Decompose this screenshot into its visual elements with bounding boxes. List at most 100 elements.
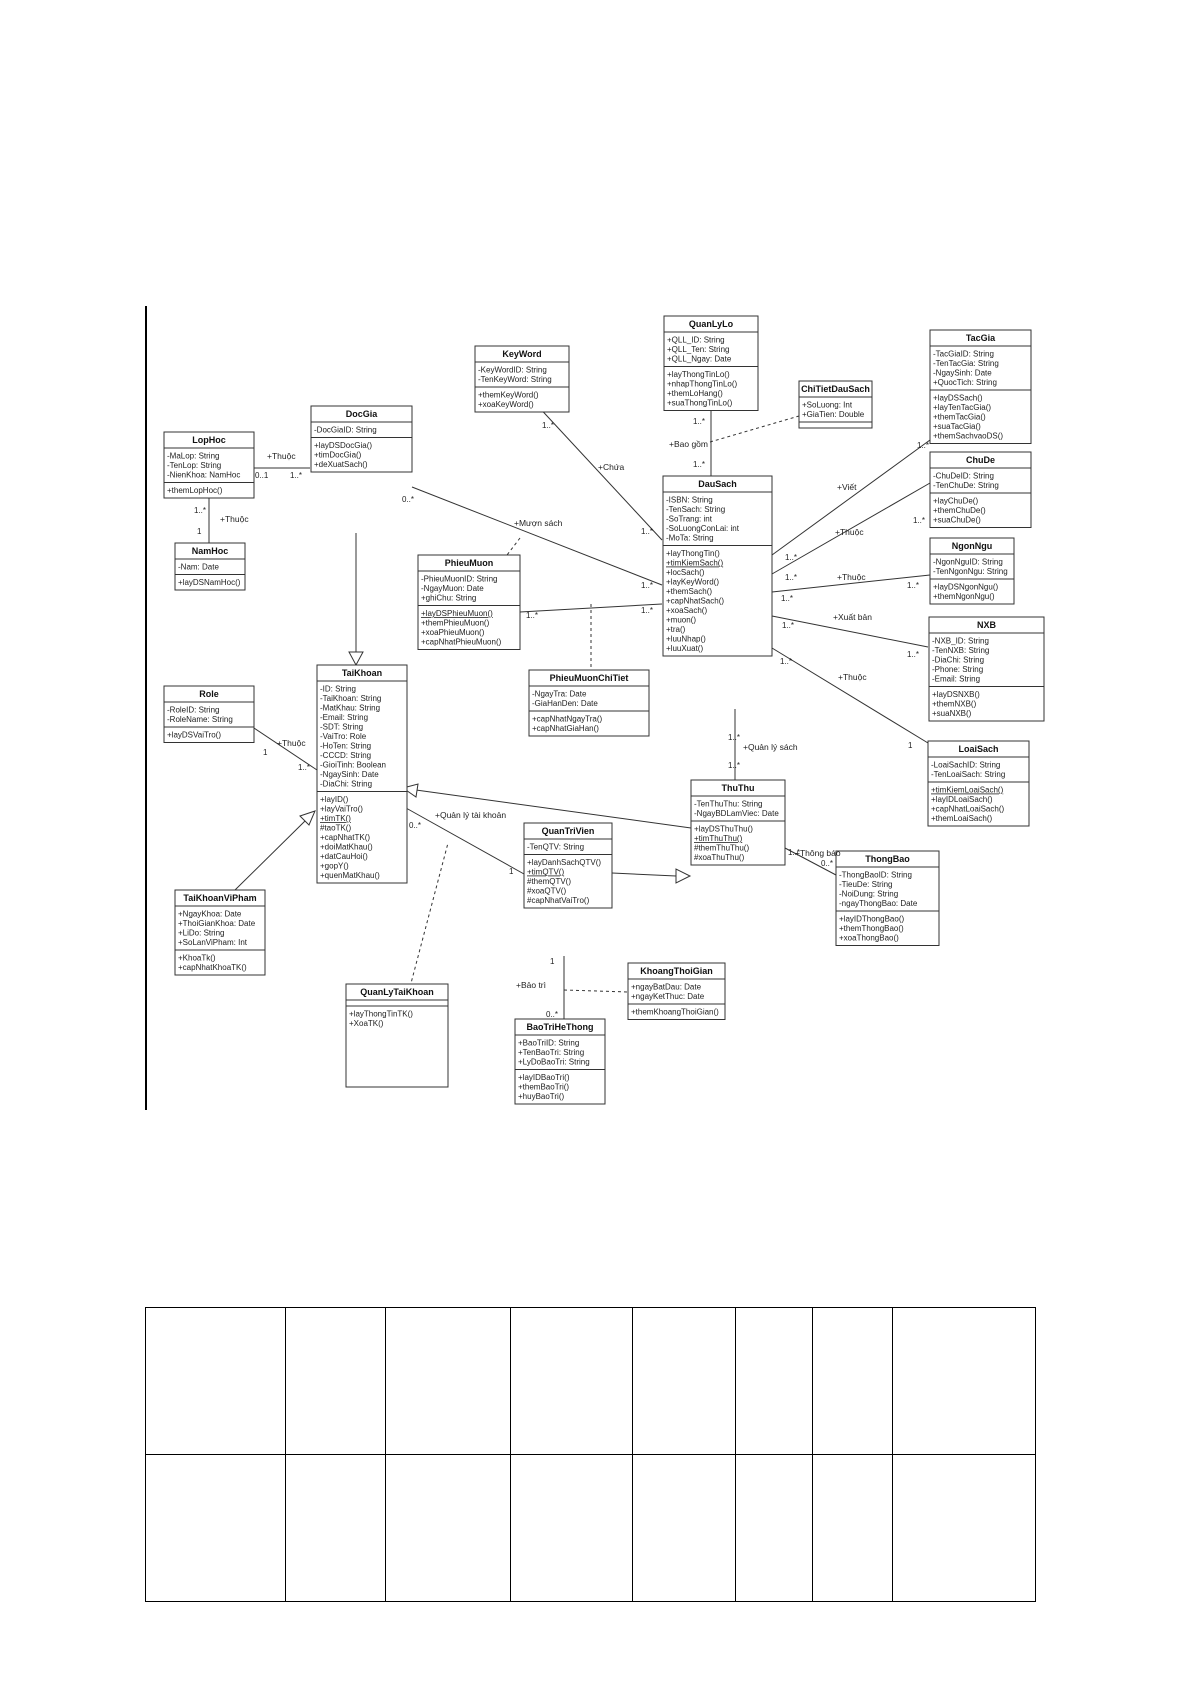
mult: 1 <box>263 748 268 757</box>
class-loaisach: LoaiSach-LoaiSachID: String-TenLoaiSach:… <box>927 740 1030 827</box>
class-box <box>798 380 873 429</box>
class-name: DocGia <box>346 409 379 419</box>
mult: 0..* <box>409 821 421 830</box>
class-attribute: -NienKhoa: NamHoc <box>167 471 240 480</box>
class-name: PhieuMuon <box>445 558 494 568</box>
assoc-keyword-dausach <box>534 402 663 541</box>
class-method: +capNhatLoaiSach() <box>931 805 1004 814</box>
class-attribute: -NgaySinh: Date <box>933 369 992 378</box>
class-method: +xoaSach() <box>666 606 707 615</box>
class-name: Role <box>199 689 219 699</box>
class-attribute: -ChuDeID: String <box>933 472 994 481</box>
class-box <box>523 822 613 909</box>
table-cell <box>145 1307 286 1455</box>
mult: 1..* <box>194 506 206 515</box>
class-method: +capNhatPhieuMuon() <box>421 638 502 647</box>
mult: 1..* <box>542 421 554 430</box>
class-method: +huyBaoTri() <box>518 1092 565 1101</box>
class-method: +xoaKeyWord() <box>478 400 534 409</box>
class-method: +tra() <box>666 625 686 634</box>
mult: 1..* <box>785 573 797 582</box>
class-method: +layThongTinLo() <box>667 370 730 379</box>
assoc-tacgia-dausach <box>771 439 931 556</box>
class-attribute: +ngayBatDau: Date <box>631 983 702 992</box>
inherit-vipham-taikhoan <box>234 820 306 891</box>
class-role: Role-RoleID: String-RoleName: String+lay… <box>163 685 255 743</box>
class-method: +doiMatKhau() <box>320 843 373 852</box>
table-cell <box>385 1454 511 1602</box>
class-box <box>690 779 786 866</box>
class-attribute: +QLL_Ten: String <box>667 345 729 354</box>
class-attribute: -CCCD: String <box>320 751 371 760</box>
mult: 0..* <box>402 495 414 504</box>
class-attribute: +ThoiGianKhoa: Date <box>178 919 256 928</box>
class-attribute: -NgayBDLamViec: Date <box>694 809 779 818</box>
class-attribute: +ghiChu: String <box>421 594 476 603</box>
class-method: +themSach() <box>666 587 712 596</box>
class-attribute: -TenSach: String <box>666 505 725 514</box>
class-quanlytaikhoan: QuanLyTaiKhoan+layThongTinTK()+XoaTK() <box>345 983 449 1088</box>
class-method: +layDSNgonNgu() <box>933 583 998 592</box>
mult: 1..* <box>782 621 794 630</box>
mult: 1..* <box>526 611 538 620</box>
class-method: +timKiemLoaiSach() <box>931 786 1004 795</box>
class-box <box>929 329 1032 444</box>
class-name: TaiKhoan <box>342 668 382 678</box>
class-method: +layTenTacGia() <box>933 403 991 412</box>
class-taikhoan: TaiKhoan-ID: String-TaiKhoan: String-Mat… <box>316 664 408 884</box>
class-attribute: +SoLuong: Int <box>802 401 853 410</box>
class-box <box>929 451 1032 528</box>
class-method: +themNXB() <box>932 700 977 709</box>
inherit-thuthu-taikhoan <box>415 789 692 829</box>
mult: 1 <box>197 527 202 536</box>
class-attribute: -TaiKhoan: String <box>320 694 381 703</box>
class-docgia: DocGia-DocGiaID: String+layDSDocGia()+ti… <box>310 405 413 473</box>
class-method: +layIDThongBao() <box>839 915 904 924</box>
label-thuoc-lop: +Thuộc <box>267 451 296 461</box>
mult: 1..* <box>290 471 302 480</box>
class-method: +themChuDe() <box>933 506 986 515</box>
class-method: +layDSSach() <box>933 394 983 403</box>
class-name: QuanLyTaiKhoan <box>360 987 434 997</box>
class-method: +themBaoTri() <box>518 1083 569 1092</box>
class-method: +layDanhSachQTV() <box>527 858 601 867</box>
mult: 1 <box>509 867 514 876</box>
class-chitietdausach: ChiTietDauSach+SoLuong: Int+GiaTien: Dou… <box>798 380 873 429</box>
class-nxb: NXB-NXB_ID: String-TenNXB: String-DiaChi… <box>928 616 1045 722</box>
class-method: +themLoaiSach() <box>931 814 992 823</box>
class-name: NamHoc <box>192 546 229 556</box>
class-box <box>174 542 246 591</box>
label-bao-tri: +Bảo trì <box>516 980 546 990</box>
class-tacgia: TacGia-TacGiaID: String-TenTacGia: Strin… <box>929 329 1032 444</box>
table-cell <box>145 1454 286 1602</box>
class-method: +layDSThuThu() <box>694 825 753 834</box>
class-method: +suaNXB() <box>932 709 972 718</box>
class-attribute: -Email: String <box>320 713 368 722</box>
label-thuoc-nam: +Thuộc <box>220 514 249 524</box>
class-attribute: +ngayKetThuc: Date <box>631 992 705 1001</box>
class-phieumuon: PhieuMuon-PhieuMuonID: String-NgayMuon: … <box>417 554 521 650</box>
relation-labels: +Bao gồm +Chứa +Thuộc +Thuộc +Mượn sách … <box>220 439 872 990</box>
class-method: +timKiemSach() <box>666 559 723 568</box>
label-thong-bao: +Thông báo <box>795 848 841 858</box>
class-attribute: -MoTa: String <box>666 534 714 543</box>
class-attribute: -NgayMuon: Date <box>421 584 484 593</box>
class-method: +luuXuat() <box>666 644 703 653</box>
mult: 1..* <box>641 527 653 536</box>
class-khoangthoigian: KhoangThoiGian+ngayBatDau: Date+ngayKetT… <box>627 962 726 1020</box>
assoc-thuthu-thongbao <box>784 847 837 876</box>
inherit-qtv-thuthu <box>611 872 677 877</box>
table-cell <box>385 1307 511 1455</box>
class-quantrivien: QuanTriVien-TenQTV: String+layDanhSachQT… <box>523 822 613 909</box>
class-method: +capNhatNgayTra() <box>532 715 603 724</box>
table-cell <box>892 1454 1036 1602</box>
label-chua: +Chứa <box>598 462 625 472</box>
table-cell <box>812 1454 893 1602</box>
class-name: DauSach <box>698 479 737 489</box>
class-method: +suaTacGia() <box>933 422 981 431</box>
label-xuat-ban: +Xuất bản <box>833 612 872 622</box>
class-method: +capNhatKhoaTK() <box>178 963 247 972</box>
class-method: +quenMatKhau() <box>320 871 380 880</box>
